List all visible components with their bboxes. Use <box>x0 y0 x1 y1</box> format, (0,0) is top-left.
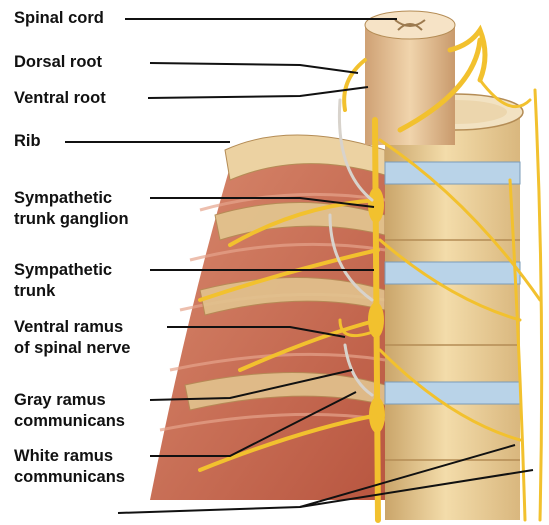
label-dorsal-root: Dorsal root <box>14 52 102 73</box>
label-ventral-ramus-line1: Ventral ramus <box>14 317 130 338</box>
label-gray-ramus: Gray ramus communicans <box>14 390 125 432</box>
label-dorsal-root-text: Dorsal root <box>14 52 102 73</box>
label-ventral-root: Ventral root <box>14 88 106 109</box>
label-rib-text: Rib <box>14 131 41 152</box>
label-sympathetic-trunk-ganglion: Sympathetic trunk ganglion <box>14 188 129 230</box>
label-gray-ramus-line2: communicans <box>14 411 125 432</box>
label-sympathetic-trunk-line1: Sympathetic <box>14 260 112 281</box>
leader-ventral-root <box>148 87 368 98</box>
label-ventral-ramus-line2: of spinal nerve <box>14 338 130 359</box>
label-sympathetic-trunk: Sympathetic trunk <box>14 260 112 302</box>
label-sympathetic-trunk-ganglion-line1: Sympathetic <box>14 188 129 209</box>
label-white-ramus-line1: White ramus <box>14 446 125 467</box>
label-sympathetic-trunk-ganglion-line2: trunk ganglion <box>14 209 129 230</box>
label-spinal-cord-text: Spinal cord <box>14 8 104 29</box>
label-spinal-cord: Spinal cord <box>14 8 104 29</box>
label-ventral-root-text: Ventral root <box>14 88 106 109</box>
label-white-ramus: White ramus communicans <box>14 446 125 488</box>
leader-dorsal-root <box>150 63 358 73</box>
label-sympathetic-trunk-line2: trunk <box>14 281 112 302</box>
label-ventral-ramus: Ventral ramus of spinal nerve <box>14 317 130 359</box>
label-white-ramus-line2: communicans <box>14 467 125 488</box>
label-rib: Rib <box>14 131 41 152</box>
label-gray-ramus-line1: Gray ramus <box>14 390 125 411</box>
